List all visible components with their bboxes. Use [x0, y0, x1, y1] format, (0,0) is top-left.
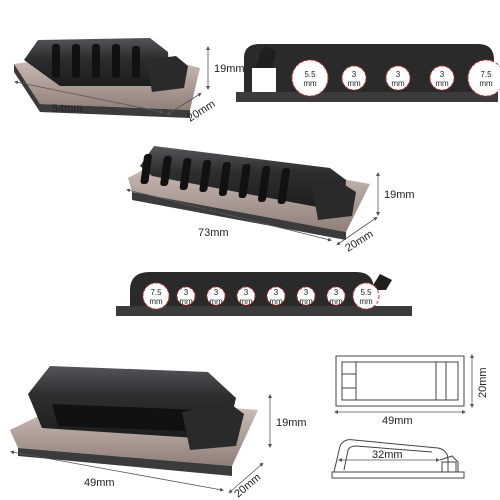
- cable-hole-size-label: mm: [269, 297, 283, 306]
- cable-hole-size-label: 5.5: [304, 70, 316, 79]
- cable-hole-size-label: 7.5: [150, 288, 162, 297]
- side-view-length-dimension: 32mm: [338, 449, 440, 462]
- clip5-slots: [52, 44, 140, 78]
- cable-hole: [206, 286, 226, 306]
- cable-hole-size-label: mm: [347, 79, 361, 88]
- cable-hole: [467, 59, 500, 97]
- top-view-length-dimension: 49mm: [334, 410, 466, 427]
- cable-hole-size-label: mm: [391, 79, 405, 88]
- cable-hole-size-label: mm: [435, 79, 449, 88]
- cable-hole-size-label: 3: [244, 288, 249, 297]
- cable-hole-size-label: 3: [440, 70, 445, 79]
- clip5-length-dimension: 54mm: [14, 80, 164, 115]
- cable-hole-size-label: mm: [479, 79, 493, 88]
- cable-hole-size-label: 3: [352, 70, 357, 79]
- cable-hole: [266, 286, 286, 306]
- top-view-width-dimension: 20mm: [470, 354, 489, 408]
- clip8-height-label: 19mm: [384, 189, 415, 201]
- cable-hole: [142, 282, 170, 310]
- cable-clip-8-slot: [128, 146, 370, 240]
- cable-hole-size-label: mm: [209, 297, 223, 306]
- clip1-width-dimension: 20mm: [228, 462, 264, 500]
- side-view-length-label: 32mm: [372, 449, 403, 461]
- cable-hole: [291, 59, 329, 97]
- cable-hole-size-label: 3: [184, 288, 189, 297]
- clip5-length-label: 54mm: [52, 103, 83, 115]
- cable-clip-1-slot: [10, 366, 258, 476]
- cable-hole-size-label: 3: [214, 288, 219, 297]
- clip5-height-dimension: 19mm: [206, 46, 245, 90]
- cable-hole: [326, 286, 346, 306]
- cable-hole: [341, 65, 367, 91]
- top-view-drawing: [335, 355, 465, 407]
- top-view-width-label: 20mm: [477, 367, 489, 398]
- cable-hole-size-label: mm: [329, 297, 343, 306]
- cable-hole-size-label: mm: [239, 297, 253, 306]
- cable-hole-size-label: 7.5: [480, 70, 492, 79]
- clip8-length-label: 73mm: [198, 227, 229, 239]
- cable-hole-size-label: mm: [149, 297, 163, 306]
- cable-hole-size-label: mm: [179, 297, 193, 306]
- clip8-height-dimension: 19mm: [376, 172, 415, 216]
- clip8-width-label: 20mm: [343, 228, 375, 254]
- clip8-length-dimension: 73mm: [126, 188, 332, 242]
- cable-hole: [236, 286, 256, 306]
- cable-hole: [385, 65, 411, 91]
- cable-hole-size-label: mm: [303, 79, 317, 88]
- clip1-height-dimension: 19mm: [268, 394, 307, 448]
- cable-hole-size-label: 3: [396, 70, 401, 79]
- cable-hole: [296, 286, 316, 306]
- cable-clip-5-slot: [14, 38, 200, 118]
- cable-hole: [429, 65, 455, 91]
- cable-hole-size-label: 3: [274, 288, 279, 297]
- top-view-length-label: 49mm: [382, 415, 413, 427]
- side-view-drawing: [331, 439, 465, 479]
- cable-hole-size-label: 3: [334, 288, 339, 297]
- clip1-height-label: 19mm: [276, 417, 307, 429]
- cable-hole-size-label: mm: [359, 297, 373, 306]
- cable-hole-size-label: mm: [299, 297, 313, 306]
- cable-hole-size-label: 5.5: [360, 288, 372, 297]
- clip1-length-label: 49mm: [84, 477, 115, 489]
- cable-hole: [352, 282, 380, 310]
- clip5-height-label: 19mm: [214, 63, 245, 75]
- cable-hole-size-label: 3: [304, 288, 309, 297]
- cable-hole: [176, 286, 196, 306]
- clip1-length-dimension: 49mm: [10, 450, 224, 492]
